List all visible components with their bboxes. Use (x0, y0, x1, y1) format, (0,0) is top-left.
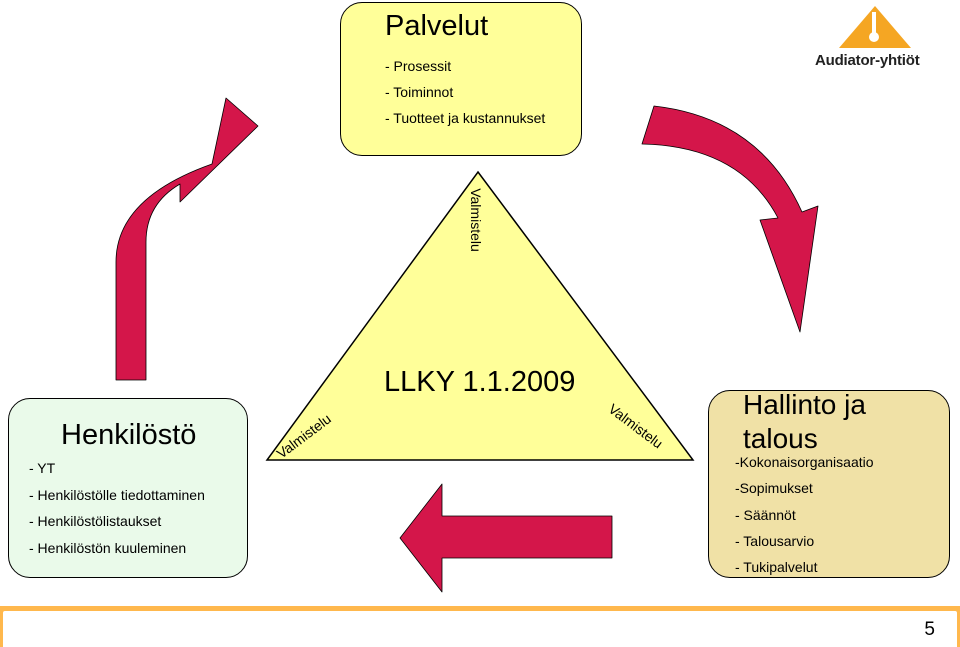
central-triangle (265, 170, 695, 461)
henkilosto-item: - Henkilöstölistaukset (29, 513, 162, 529)
footer: 5 (3, 611, 957, 647)
hallinto-item: -Kokonaisorganisaatio (735, 454, 874, 470)
logo-mark-icon (839, 6, 911, 48)
palvelut-item: - Prosessit (385, 58, 452, 74)
palvelut-title: Palvelut (385, 10, 489, 42)
henkilosto-title: Henkilöstö (61, 419, 197, 451)
hallinto-title: Hallinto ja talous (743, 389, 866, 454)
hallinto-box: Hallinto ja talous -Kokonaisorganisaatio… (708, 389, 950, 578)
triangle-title: LLKY 1.1.2009 (384, 366, 576, 398)
curved-arrow-up-right-icon (115, 97, 259, 381)
palvelut-box: Palvelut - Prosessit - Toiminnot - Tuott… (340, 2, 582, 156)
edge-label-top: Valmistelu (467, 188, 484, 252)
hallinto-item: - Tukipalvelut (735, 559, 818, 575)
henkilosto-item: - Henkilöstölle tiedottaminen (29, 487, 205, 503)
hallinto-item: - Talousarvio (735, 533, 815, 549)
hallinto-item: - Säännöt (735, 507, 796, 523)
palvelut-item: - Tuotteet ja kustannukset (385, 110, 546, 126)
henkilosto-item: - YT (29, 460, 56, 476)
curved-arrow-down-right-icon (641, 105, 819, 333)
henkilosto-item: - Henkilöstön kuuleminen (29, 540, 187, 556)
arrow-left-icon (399, 483, 613, 593)
audiator-logo: Audiator-yhtiöt (815, 4, 935, 74)
palvelut-item: - Toiminnot (385, 84, 454, 100)
logo-text: Audiator-yhtiöt (815, 52, 920, 69)
henkilosto-box: Henkilöstö - YT - Henkilöstölle tiedotta… (8, 398, 248, 578)
page-number: 5 (924, 619, 935, 640)
hallinto-item: -Sopimukset (735, 480, 813, 496)
